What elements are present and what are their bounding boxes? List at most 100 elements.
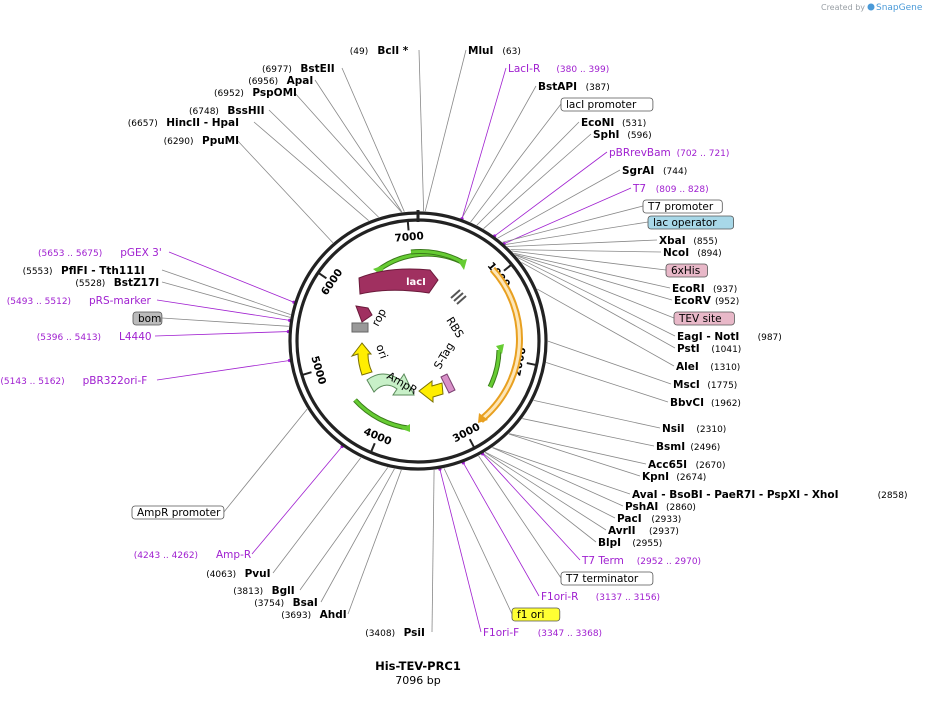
stag-label: S-Tag: [431, 340, 457, 371]
site-name: PspOMI: [252, 87, 297, 99]
enzyme-site: PpuMI (6290): [164, 135, 239, 147]
site-name: PstI: [677, 343, 700, 355]
enzyme-site: PflFI - Tth111I(5553): [23, 265, 145, 277]
tick-mark: [503, 263, 513, 272]
enzyme-site: BssHII(6748): [189, 105, 265, 117]
feature-box-label: T7 terminator: [565, 573, 639, 585]
plasmid-name: His-TEV-PRC1: [375, 659, 461, 673]
enzyme-site: BstEII (6977): [262, 63, 335, 75]
site-position: (937): [713, 285, 737, 295]
primer-range: (5396 .. 5413): [37, 333, 101, 343]
site-position: (531): [622, 119, 646, 129]
site-position: (2860): [666, 503, 696, 513]
rop-label: rop: [369, 306, 389, 328]
feature-box: bom: [132, 311, 163, 326]
primer-range: (3137 .. 3156): [596, 593, 660, 603]
rop-feature: [355, 305, 373, 323]
site-name: PsiI: [404, 627, 425, 639]
site-position: (2670): [696, 461, 726, 471]
tick-mark: [317, 271, 327, 280]
primer-name: pGEX 3': [120, 247, 162, 259]
leader-line: [443, 468, 513, 615]
enzyme-site: XbaI(855): [659, 235, 718, 247]
leader-line: [547, 340, 672, 385]
orf-arrow-4: [353, 398, 409, 430]
site-name: AvaI - BsoBI - PaeR7I - PspXI - XhoI: [632, 489, 839, 501]
site-position: (596): [627, 131, 651, 141]
site-name: PshAI: [625, 501, 658, 513]
site-name: EcoRI: [672, 283, 705, 295]
site-position: (3408): [365, 629, 395, 639]
primer: pGEX 3'(5653 .. 5675): [38, 247, 162, 259]
leader-line: [299, 467, 389, 591]
primer-name: T7 Term: [581, 555, 624, 567]
site-name: SgrAI: [622, 165, 654, 177]
primer-name: pBRrevBam: [609, 147, 671, 159]
tick-mark: [301, 371, 312, 376]
site-position: (6290): [164, 137, 194, 147]
site-name: AleI: [676, 361, 699, 373]
site-position: (3813): [233, 587, 263, 597]
tick-mark: [526, 362, 537, 367]
ori-feature: [350, 342, 373, 376]
tick-label: 6000: [319, 267, 345, 298]
site-position: (2310): [696, 425, 726, 435]
leader-line: [509, 433, 647, 465]
site-name: BbvCI: [670, 397, 704, 409]
primer-name: LacI-R: [508, 63, 540, 75]
feature-box-bg: [131, 505, 225, 520]
leader-line: [439, 469, 482, 633]
leader-line: [485, 451, 616, 519]
site-name: BsaI: [293, 597, 318, 609]
site-position: (6977): [262, 65, 292, 75]
site-name: XbaI: [659, 235, 686, 247]
leader-line: [314, 79, 403, 213]
primer-name: pBR322ori-F: [83, 375, 148, 387]
primer-name: F1ori-F: [483, 627, 519, 639]
site-position: (6657): [128, 119, 158, 129]
site-name: BstZ17I: [114, 277, 159, 289]
enzyme-site: AleI(1310): [676, 361, 740, 373]
primer-range: (809 .. 828): [656, 185, 709, 195]
tick-label: 7000: [394, 230, 424, 244]
leader-line: [236, 139, 334, 243]
tick-label: 5000: [308, 355, 328, 386]
rbs-label: RBS: [443, 315, 466, 341]
enzyme-site: BstZ17I(5528): [75, 277, 159, 289]
site-name: PpuMI: [202, 135, 239, 147]
enzyme-site: BbvCI(1962): [670, 397, 741, 409]
site-name: NsiI: [662, 423, 685, 435]
enzyme-site: BclI *(49): [350, 45, 409, 57]
leader-line: [156, 360, 290, 381]
orf-arrow-3: [488, 349, 501, 388]
feature-box-bg: [132, 311, 163, 326]
feature-box-bg: [560, 571, 654, 586]
leader-line: [511, 250, 667, 271]
primer-range: (380 .. 399): [556, 65, 609, 75]
credit-prefix: Created by: [821, 3, 865, 12]
site-name: BsmI: [656, 441, 685, 453]
site-name: ApaI: [287, 75, 314, 87]
rbs-marks: [450, 289, 467, 305]
feature-box-label: lac operator: [653, 217, 717, 229]
site-name: BstEII: [300, 63, 334, 75]
leader-line: [510, 249, 662, 253]
feature-box-bg: [665, 263, 708, 278]
leader-line: [497, 169, 621, 239]
primer: F1ori-F(3347 .. 3368): [483, 627, 602, 639]
enzyme-site: EcoNI(531): [581, 117, 646, 129]
orf-arrow-4-outline: [353, 398, 409, 431]
site-position: (3693): [281, 611, 311, 621]
leader-line: [483, 133, 592, 229]
site-position: (952): [715, 297, 739, 307]
site-name: BglI: [272, 585, 295, 597]
plasmid-length: 7096 bp: [395, 674, 440, 687]
snapgene-credit: Created by SnapGene: [821, 3, 923, 13]
leader-line: [161, 317, 289, 327]
site-name: NcoI: [663, 247, 689, 259]
enzyme-site: EcoRI (937): [672, 283, 737, 295]
site-position: (2937): [649, 527, 679, 537]
feature-box-label: bom: [138, 313, 161, 325]
enzyme-site: PacI(2933): [617, 513, 681, 525]
primer: L4440(5396 .. 5413): [37, 331, 152, 343]
